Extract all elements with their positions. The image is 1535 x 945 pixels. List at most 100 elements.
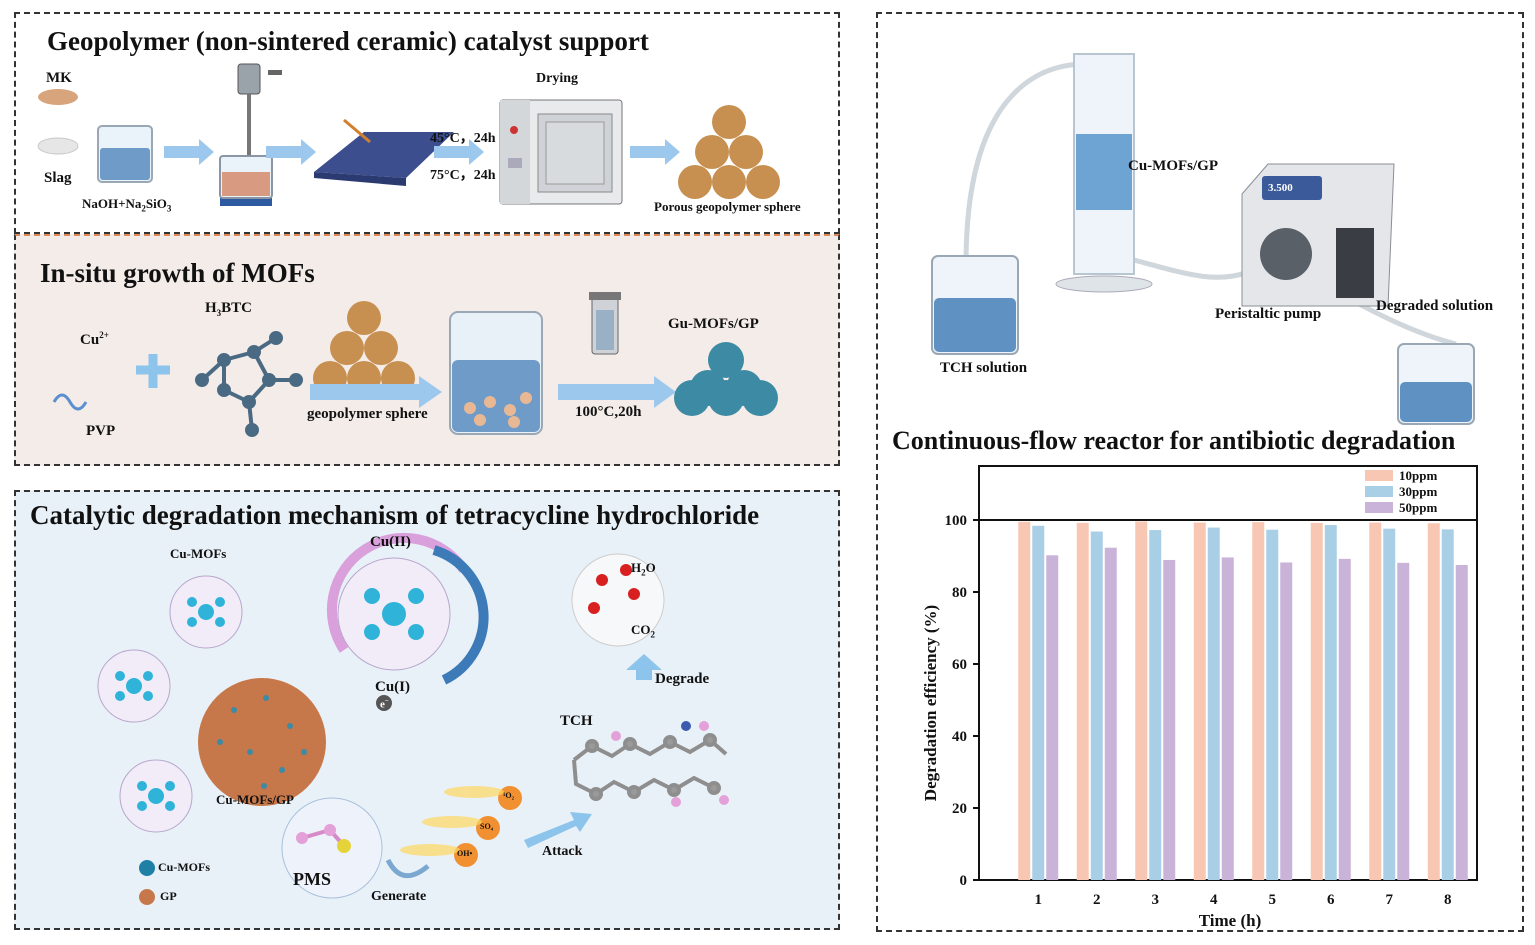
peristaltic-pump <box>1241 163 1395 307</box>
process-arrow <box>558 376 676 408</box>
x-tick-label: 6 <box>1327 892 1335 908</box>
mold-tray <box>314 118 454 186</box>
packed-column <box>1055 53 1153 293</box>
bar-30ppm-t1 <box>1032 525 1045 880</box>
autoclave-reactor <box>589 292 621 355</box>
degraded-beaker <box>1397 343 1475 425</box>
cu2-label: Cu(II) <box>370 534 411 550</box>
attack-arrow <box>524 812 592 848</box>
bar-10ppm-t4 <box>1193 522 1206 880</box>
cu-mofs-gp-label: Cu-MOFs/GP <box>216 792 294 807</box>
geopolymer-panel <box>14 12 840 234</box>
generate-arrow <box>385 858 430 878</box>
y-tick-label: 100 <box>945 513 968 529</box>
x-tick-label: 7 <box>1386 892 1394 908</box>
legend-gp-dot <box>139 889 155 905</box>
bar-50ppm-t4 <box>1221 557 1234 880</box>
bar-50ppm-t5 <box>1280 562 1293 880</box>
legend-label-30ppm: 30ppm <box>1399 484 1437 499</box>
bar-30ppm-t7 <box>1383 528 1396 880</box>
bar-50ppm-t3 <box>1163 559 1176 880</box>
copper-ion-label: Cu2+ <box>80 330 109 348</box>
x-tick-label: 8 <box>1444 892 1452 908</box>
reaction-beaker <box>449 311 543 435</box>
cu-mofs-label: Cu-MOFs <box>170 546 227 561</box>
process-arrow <box>164 139 214 165</box>
bar-30ppm-t2 <box>1090 531 1103 880</box>
alkali-solution-label: NaOH+Na2SiO3 <box>82 196 172 214</box>
attack-label: Attack <box>542 844 583 859</box>
bar-30ppm-t6 <box>1324 525 1337 880</box>
mof-growth-panel <box>14 234 840 466</box>
reactor-title: Continuous-flow reactor for antibiotic d… <box>892 426 1456 455</box>
x-tick-label: 5 <box>1269 892 1277 908</box>
bar-50ppm-t7 <box>1397 562 1410 880</box>
y-tick-label: 80 <box>952 585 967 601</box>
radical-1-label: ¹O₂ <box>503 791 515 800</box>
drying-label: Drying <box>536 71 578 86</box>
mk-label: MK <box>46 70 72 86</box>
cu1-label: Cu(I) <box>375 679 411 695</box>
legend-label-50ppm: 50ppm <box>1399 500 1437 515</box>
pvp-chain <box>52 393 88 411</box>
drying-condition-2: 75°C，24h <box>430 168 496 183</box>
x-tick-label: 3 <box>1152 892 1160 908</box>
legend-cu-mofs-label: Cu-MOFs <box>158 860 210 874</box>
bar-10ppm-t8 <box>1427 523 1440 880</box>
tch-beaker <box>931 255 1019 355</box>
pvp-label: PVP <box>86 423 116 439</box>
column-label: Cu-MOFs/GP <box>1128 158 1218 174</box>
legend-swatch-30ppm <box>1365 486 1393 497</box>
redox-cycle-arrow <box>432 545 489 685</box>
legend-swatch-10ppm <box>1365 470 1393 481</box>
outlet-tube <box>1133 257 1249 280</box>
degraded-solution-label: Degraded solution <box>1376 298 1494 314</box>
y-tick-label: 20 <box>952 801 967 817</box>
legend-cu-mofs-dot <box>139 860 155 876</box>
bar-10ppm-t6 <box>1310 522 1323 880</box>
pump-display: 3.500 <box>1268 182 1293 194</box>
flow-reactor-panel <box>876 12 1524 932</box>
drying-oven <box>499 99 623 205</box>
mof-growth-title: In-situ growth of MOFs <box>40 258 315 288</box>
bar-30ppm-t4 <box>1207 527 1220 880</box>
tch-solution-label: TCH solution <box>940 360 1028 376</box>
legend-swatch-50ppm <box>1365 502 1393 513</box>
h3btc-label: H3BTC <box>205 300 253 318</box>
bar-10ppm-t7 <box>1369 522 1382 880</box>
inlet-tube <box>963 61 1087 265</box>
legend-gp-label: GP <box>160 889 177 903</box>
generate-label: Generate <box>371 889 427 904</box>
process-arrow <box>266 139 316 165</box>
cu-mofs-gp-spheres <box>674 342 778 416</box>
flow-reactor-illustration <box>931 53 1475 425</box>
synthesis-condition-label: 100°C,20h <box>575 404 642 420</box>
mechanism-title: Catalytic degradation mechanism of tetra… <box>30 500 760 530</box>
y-tick-label: 40 <box>952 729 967 745</box>
mof-growth-illustration <box>52 292 778 437</box>
y-tick-label: 60 <box>952 657 967 673</box>
geopolymer-sphere-label: geopolymer sphere <box>307 406 428 422</box>
geopolymer-sphere-pile <box>313 301 415 395</box>
x-axis-label: Time (h) <box>1199 911 1262 930</box>
bar-10ppm-t5 <box>1252 522 1265 880</box>
pms-label: PMS <box>293 869 331 889</box>
degradation-bar-chart: Degradation efficiency (%) Time (h) 0204… <box>921 465 1478 930</box>
bar-30ppm-t3 <box>1149 530 1162 880</box>
bar-10ppm-t2 <box>1076 522 1089 880</box>
mk-powder <box>38 89 78 105</box>
peristaltic-pump-label: Peristaltic pump <box>1215 306 1322 322</box>
tch-label: TCH <box>560 713 593 729</box>
slag-label: Slag <box>44 170 72 186</box>
radical-2-label: SO₄ <box>480 822 494 831</box>
bar-50ppm-t2 <box>1104 547 1117 880</box>
porous-geopolymer-spheres <box>678 105 780 199</box>
bar-50ppm-t6 <box>1338 558 1351 880</box>
co2-label: CO2 <box>631 622 655 640</box>
pms-bubble <box>281 797 383 899</box>
process-arrow <box>630 139 680 165</box>
bar-10ppm-t1 <box>1018 521 1031 880</box>
cu-mofs-gp-sphere <box>198 678 326 806</box>
alkali-beaker <box>97 125 153 183</box>
bar-10ppm-t3 <box>1135 521 1148 880</box>
